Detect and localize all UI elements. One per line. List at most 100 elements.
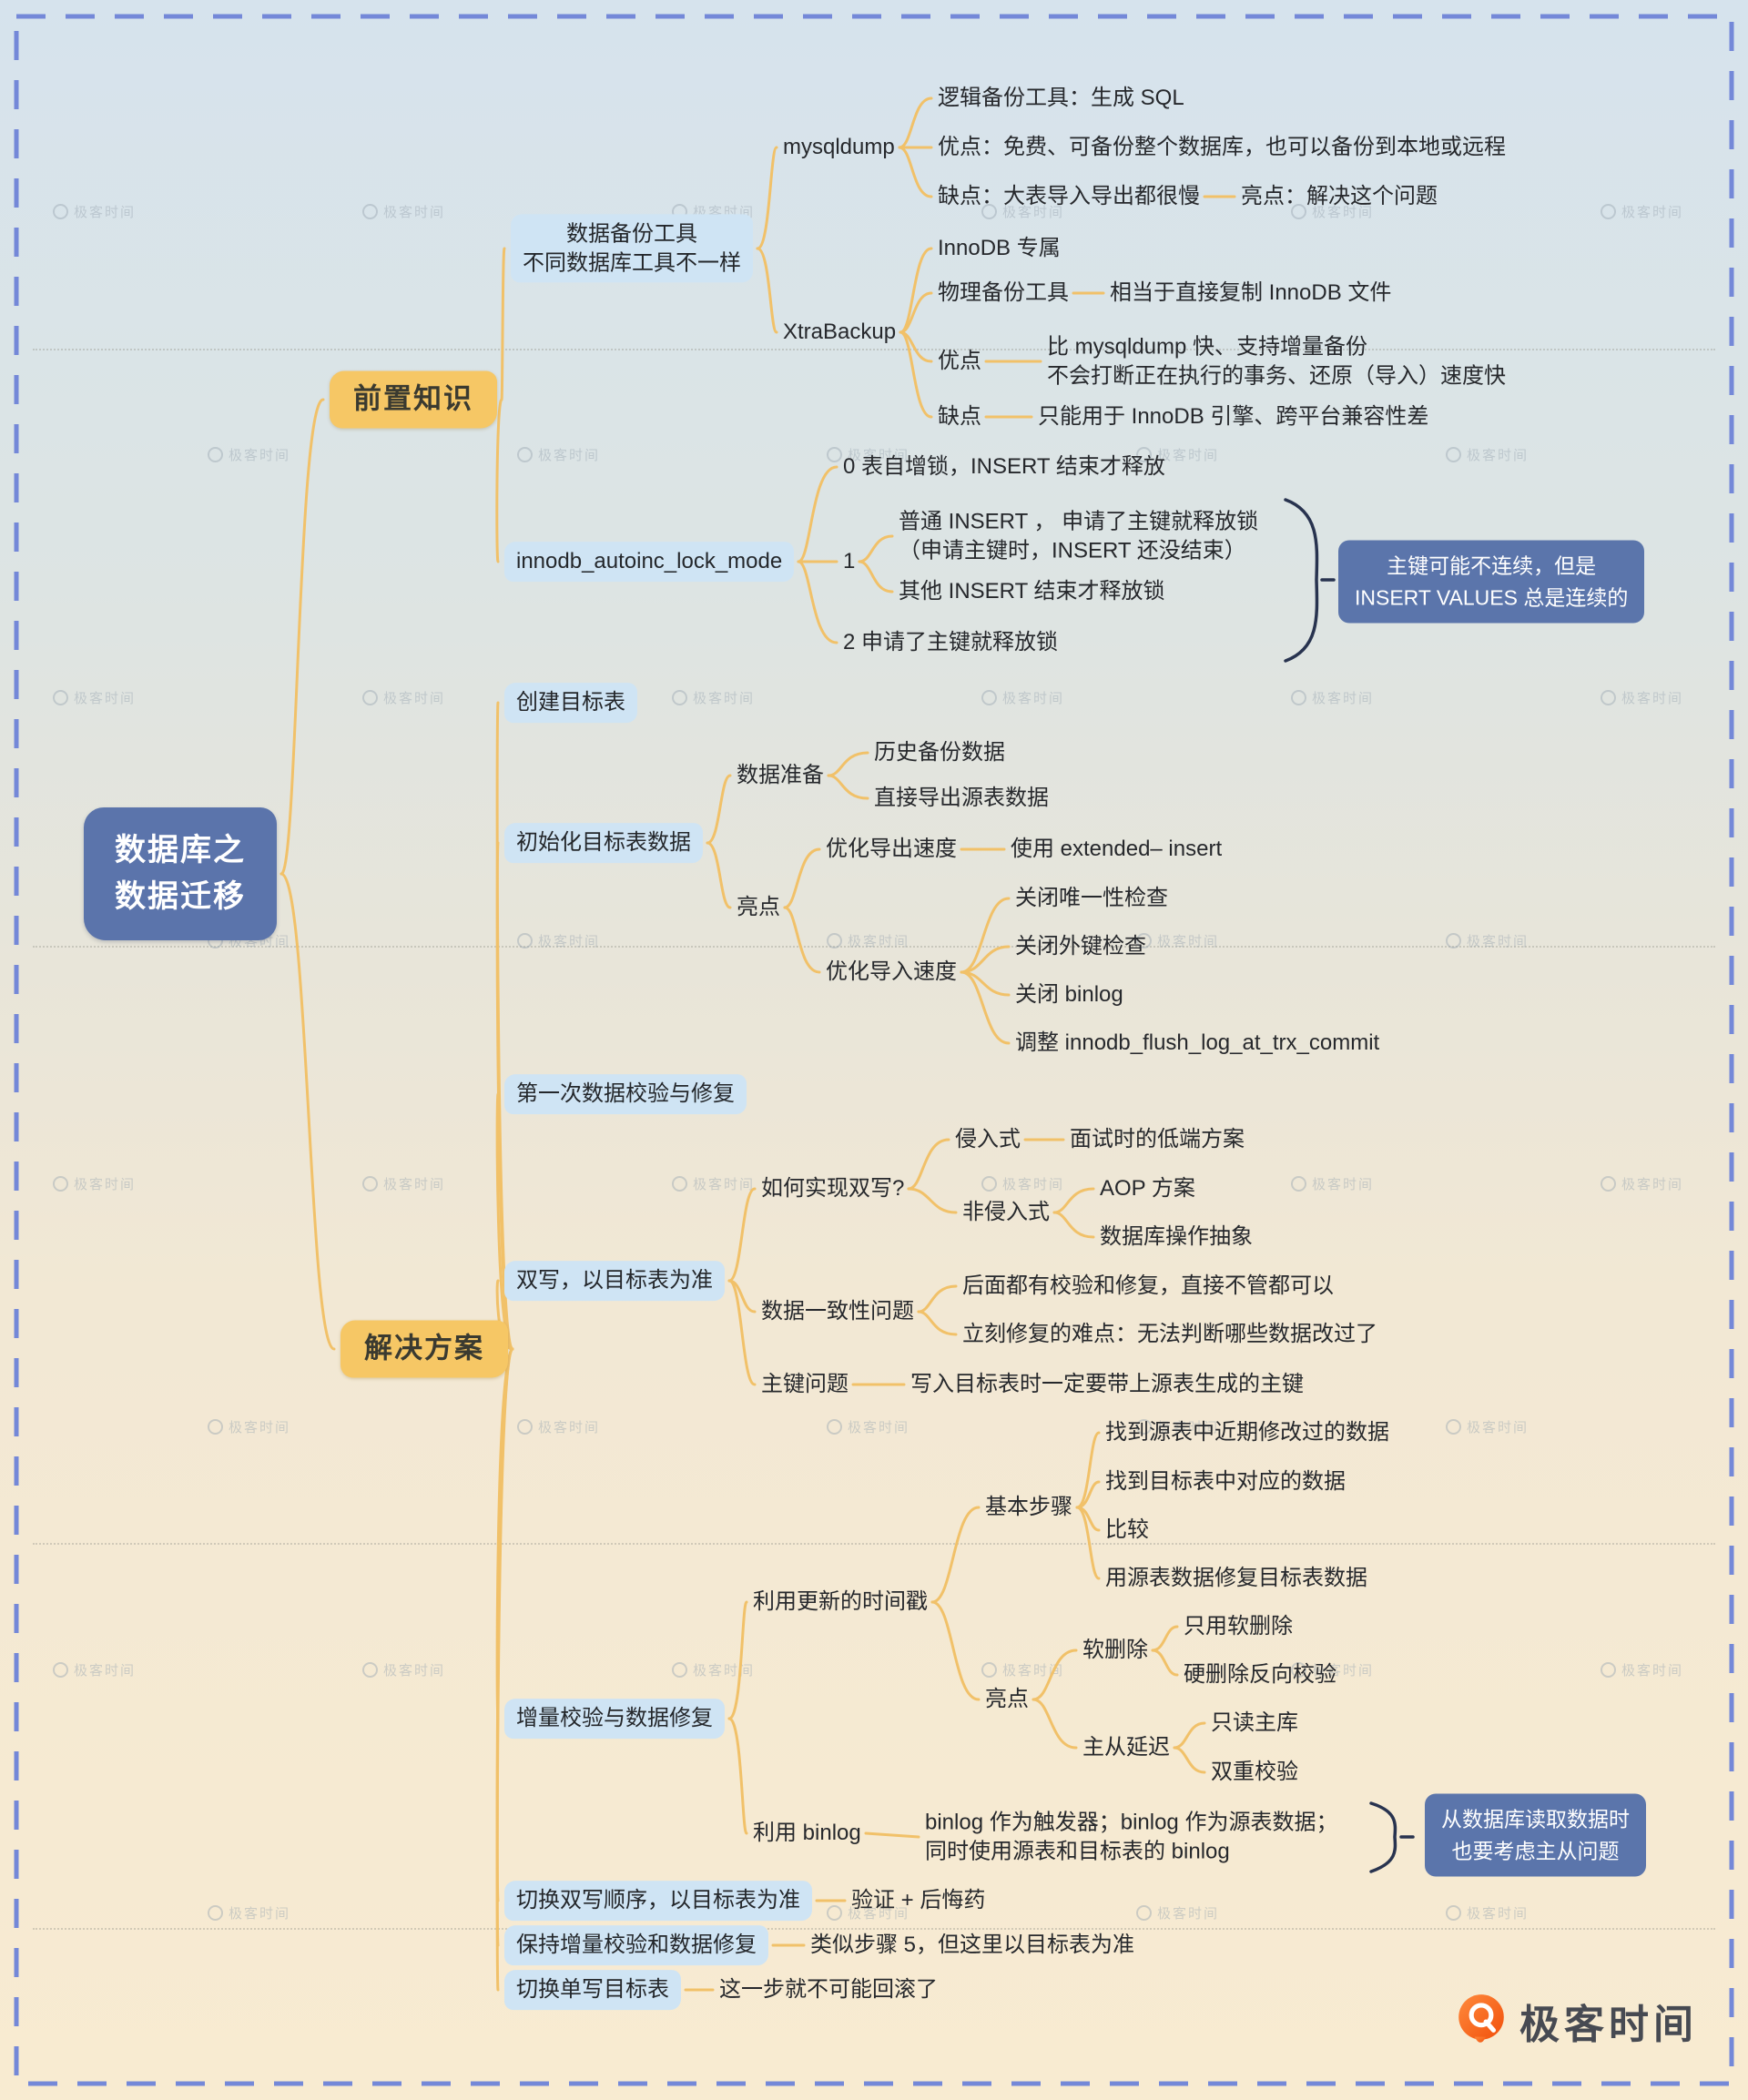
connector-line (1151, 1625, 1179, 1652)
node-mysqldump-cons-highlight[interactable]: 亮点：解决这个问题 (1241, 184, 1438, 209)
node-autoinc-mode1[interactable]: 1 (843, 549, 856, 574)
connector-line (279, 398, 325, 876)
node-db-abstraction[interactable]: 数据库操作抽象 (1100, 1224, 1253, 1250)
node-mysqldump-pros[interactable]: 优点：免费、可备份整个数据库，也可以备份到本地或远程 (938, 135, 1506, 160)
node-step7-keep-check[interactable]: 保持增量校验和数据修复 (504, 1925, 768, 1965)
node-step1-create-table[interactable]: 创建目标表 (504, 683, 637, 723)
connector-line (917, 1284, 958, 1314)
node-consistency[interactable]: 数据一致性问题 (761, 1299, 914, 1324)
node-xtrabackup[interactable]: XtraBackup (783, 320, 897, 345)
node-root[interactable]: 数据库之 数据迁移 (84, 807, 277, 940)
node-step5-highlight[interactable]: 亮点 (985, 1687, 1029, 1712)
node-basic-steps[interactable]: 基本步骤 (985, 1495, 1072, 1520)
connector-line (960, 897, 1011, 974)
node-step8-single-write[interactable]: 切换单写目标表 (504, 1970, 681, 2010)
geektime-logo: 极客时间 (1455, 1992, 1698, 2050)
node-xtrabackup-physical-note[interactable]: 相当于直接复制 InnoDB 文件 (1110, 280, 1392, 306)
node-data-prep[interactable]: 数据准备 (737, 763, 824, 788)
node-soft-delete-only[interactable]: 只用软删除 (1184, 1614, 1293, 1639)
connector-line (495, 398, 503, 563)
node-xtrabackup-pros-label[interactable]: 优点 (938, 349, 981, 374)
node-aop-plan[interactable]: AOP 方案 (1100, 1176, 1195, 1202)
connector-line (858, 560, 894, 593)
node-xtrabackup-cons[interactable]: 只能用于 InnoDB 引擎、跨平台兼容性差 (1038, 404, 1429, 430)
node-read-master-only[interactable]: 只读主库 (1211, 1710, 1298, 1736)
connector-line (930, 1506, 981, 1604)
node-intrusive[interactable]: 侵入式 (955, 1127, 1021, 1152)
node-how-double-write[interactable]: 如何实现双写? (761, 1176, 905, 1202)
node-consistency-hard[interactable]: 立刻修复的难点：无法判断哪些数据改过了 (962, 1322, 1377, 1347)
node-import-unique-check[interactable]: 关闭唯一性检查 (1015, 886, 1168, 911)
connector-line (1173, 1721, 1206, 1750)
note-replication-consideration[interactable]: 从数据库读取数据时 也要考虑主从问题 (1425, 1793, 1646, 1877)
connector-line (706, 774, 732, 845)
node-autoinc-mode0[interactable]: 0 表自增锁，INSERT 结束才释放 (843, 454, 1165, 480)
node-optimize-export[interactable]: 优化导出速度 (826, 837, 957, 862)
node-step8-detail[interactable]: 这一步就不可能回滚了 (719, 1977, 938, 2003)
node-step6-detail[interactable]: 验证 + 后悔药 (851, 1888, 986, 1913)
node-mysqldump-logical[interactable]: 逻辑备份工具：生成 SQL (938, 86, 1184, 111)
connector-line (899, 291, 933, 334)
node-basic-step-4[interactable]: 用源表数据修复目标表数据 (1105, 1566, 1367, 1591)
node-replication-lag[interactable]: 主从延迟 (1082, 1735, 1170, 1760)
node-step3-first-check[interactable]: 第一次数据校验与修复 (504, 1074, 747, 1114)
connector-line (1173, 1746, 1206, 1774)
branch-prerequisite[interactable]: 前置知识 (330, 370, 497, 429)
node-basic-step-1[interactable]: 找到源表中近期修改过的数据 (1105, 1420, 1389, 1446)
node-backup-tools[interactable]: 数据备份工具 不同数据库工具不一样 (511, 214, 753, 283)
node-use-binlog[interactable]: 利用 binlog (753, 1821, 861, 1846)
node-import-flush-log[interactable]: 调整 innodb_flush_log_at_trx_commit (1015, 1030, 1380, 1056)
node-autoinc-lock-mode[interactable]: innodb_autoinc_lock_mode (504, 542, 795, 582)
connector-line (756, 146, 778, 250)
node-optimize-export-detail[interactable]: 使用 extended– insert (1011, 837, 1223, 862)
connector-line (1052, 1211, 1095, 1239)
page-dashed-border (14, 14, 1734, 2086)
node-step2-init-data[interactable]: 初始化目标表数据 (504, 823, 703, 863)
node-xtrabackup-cons-label[interactable]: 缺点 (938, 404, 981, 430)
node-mysqldump-cons[interactable]: 缺点：大表导入导出都很慢 (938, 184, 1200, 209)
connector-line (1032, 1649, 1078, 1701)
node-pk-problem[interactable]: 主键问题 (761, 1372, 849, 1397)
node-optimize-import[interactable]: 优化导入速度 (826, 959, 957, 985)
node-mysqldump[interactable]: mysqldump (783, 135, 895, 160)
connector-line (495, 1279, 514, 1351)
connector-line (917, 1310, 958, 1336)
node-import-binlog-off[interactable]: 关闭 binlog (1015, 982, 1123, 1008)
node-data-prep-direct[interactable]: 直接导出源表数据 (874, 786, 1049, 811)
node-use-timestamp[interactable]: 利用更新的时间戳 (753, 1589, 928, 1615)
node-pk-problem-detail[interactable]: 写入目标表时一定要带上源表生成的主键 (910, 1372, 1304, 1397)
node-consistency-later-fix[interactable]: 后面都有校验和修复，直接不管都可以 (962, 1273, 1334, 1299)
node-step2-highlight[interactable]: 亮点 (737, 895, 780, 920)
node-autoinc-mode1-other[interactable]: 其他 INSERT 结束才释放锁 (899, 579, 1165, 604)
node-autoinc-mode2[interactable]: 2 申请了主键就释放锁 (843, 630, 1059, 655)
connector-line (797, 465, 838, 563)
branch-solution[interactable]: 解决方案 (340, 1320, 508, 1378)
connector-line (756, 247, 778, 334)
node-use-binlog-detail[interactable]: binlog 作为触发器；binlog 作为源表数据； 同时使用源表和目标表的 … (925, 1810, 1338, 1863)
node-xtrabackup-innodb-only[interactable]: InnoDB 专属 (938, 236, 1061, 261)
node-data-prep-history[interactable]: 历史备份数据 (874, 740, 1005, 766)
node-non-intrusive[interactable]: 非侵入式 (962, 1200, 1050, 1225)
node-basic-step-3[interactable]: 比较 (1105, 1517, 1149, 1543)
node-import-fk-check[interactable]: 关闭外键检查 (1015, 934, 1146, 959)
note-primary-key-continuity[interactable]: 主键可能不连续，但是 INSERT VALUES 总是连续的 (1338, 540, 1645, 624)
node-hard-delete-reverse[interactable]: 硬删除反向校验 (1184, 1662, 1336, 1688)
node-intrusive-note[interactable]: 面试时的低端方案 (1070, 1127, 1245, 1152)
geektime-logo-icon (1458, 1994, 1504, 2043)
node-step6-switch-order[interactable]: 切换双写顺序，以目标表为准 (504, 1881, 812, 1921)
node-double-check[interactable]: 双重校验 (1211, 1760, 1298, 1785)
node-xtrabackup-physical[interactable]: 物理备份工具 (938, 280, 1069, 306)
node-basic-step-2[interactable]: 找到目标表中对应的数据 (1105, 1469, 1346, 1495)
node-step5-incremental-check[interactable]: 增量校验与数据修复 (504, 1699, 725, 1739)
node-step7-detail[interactable]: 类似步骤 5，但这里以目标表为准 (810, 1933, 1135, 1958)
connector-line (1032, 1698, 1078, 1750)
node-xtrabackup-pros[interactable]: 比 mysqldump 快、支持增量备份 不会打断正在执行的事务、还原（导入）速… (1047, 334, 1506, 388)
connector-line (1075, 1506, 1101, 1580)
connector-line (727, 1717, 748, 1835)
node-soft-delete[interactable]: 软删除 (1082, 1638, 1148, 1663)
connector-line (864, 1831, 920, 1839)
connector-line (858, 534, 894, 563)
node-step4-double-write[interactable]: 双写，以目标表为准 (504, 1261, 725, 1301)
node-autoinc-mode1-normal[interactable]: 普通 INSERT ， 申请了主键就释放锁 （申请主键时，INSERT 还没结束… (899, 509, 1259, 563)
connector-line (898, 146, 933, 198)
